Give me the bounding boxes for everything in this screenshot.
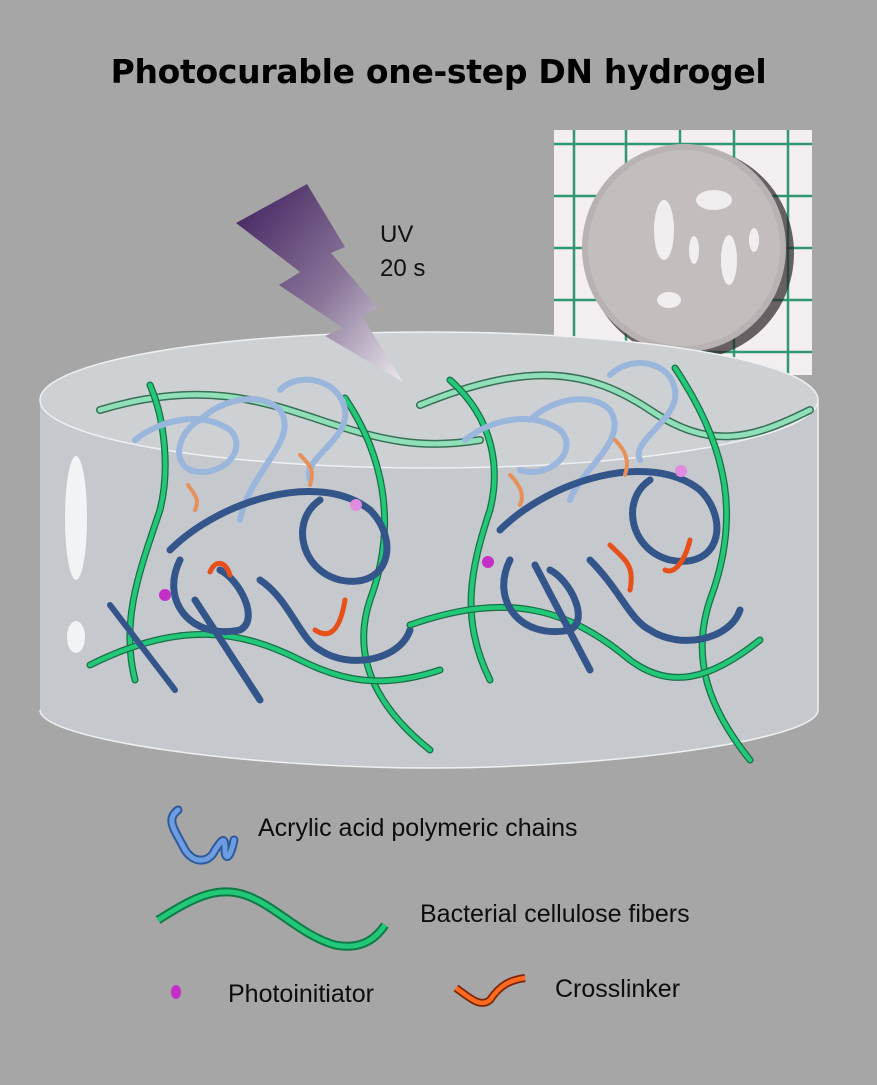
- cellulose-fiber-icon: [155, 887, 389, 951]
- uv-label: UV 20 s: [380, 218, 425, 286]
- photoinitiator-dot: [350, 499, 362, 511]
- uv-text: UV: [380, 221, 414, 248]
- polymer-network-left: [86, 376, 484, 754]
- legend-label-photoinitiator: Photoinitiator: [228, 980, 374, 1008]
- figure-title: Photocurable one-step DN hydrogel: [110, 52, 767, 91]
- photoinitiator-dot: [675, 465, 687, 477]
- legend-label-acrylic: Acrylic acid polymeric chains: [258, 814, 578, 842]
- uv-duration: 20 s: [380, 255, 426, 282]
- hydrogel-photo: [554, 130, 812, 375]
- grid-paper-photo: [554, 130, 812, 375]
- highlight-reflection: [65, 456, 87, 580]
- polymer-network-right: [406, 360, 814, 764]
- acrylic-chain-icon: [167, 805, 239, 865]
- legend-label-crosslinker: Crosslinker: [555, 975, 681, 1003]
- uv-lightning-icon: [236, 184, 403, 382]
- crosslinker-icon: [453, 974, 526, 1007]
- legend-label-cellulose: Bacterial cellulose fibers: [420, 900, 690, 928]
- photoinitiator-icon: [171, 985, 181, 999]
- photoinitiator-dot: [482, 556, 494, 568]
- photoinitiator-dot: [159, 589, 171, 601]
